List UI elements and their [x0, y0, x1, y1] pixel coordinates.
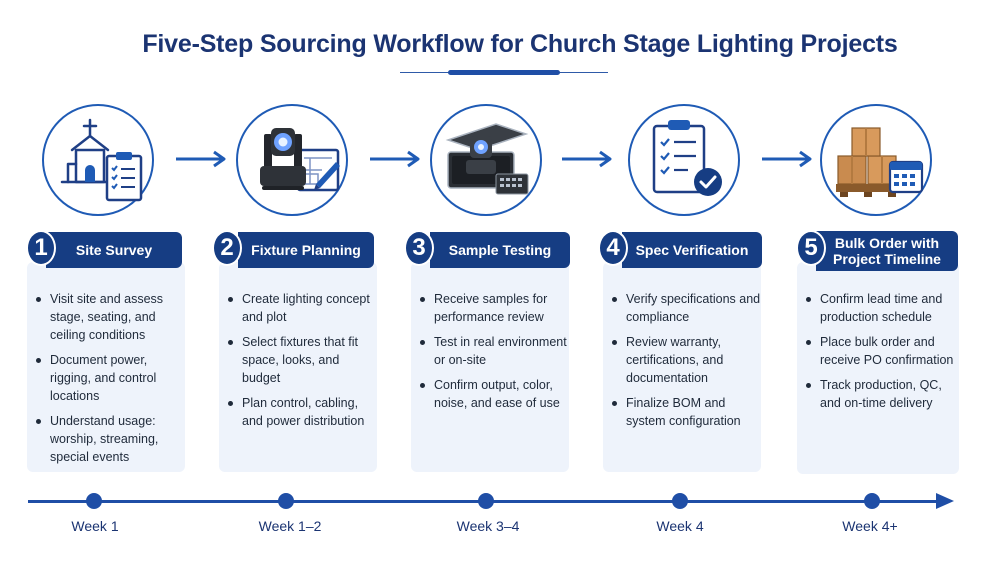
step-title-2: Fixture Planning — [238, 232, 374, 268]
step-title-3: Sample Testing — [430, 232, 570, 268]
bullet: Confirm lead time and production schedul… — [797, 290, 959, 326]
step-number-4: 4 — [598, 230, 628, 266]
church-clipboard-icon — [42, 104, 154, 216]
week-label-5: Week 4+ — [842, 518, 898, 534]
title-underline-accent — [448, 70, 560, 75]
step-title-1: Site Survey — [46, 232, 182, 268]
step-arrow-1 — [176, 150, 226, 168]
week-label-4: Week 4 — [656, 518, 704, 534]
step-title-5: Bulk Order with Project Timeline — [816, 231, 958, 271]
timeline-dot-1 — [86, 493, 102, 509]
bullet: Finalize BOM and system configuration — [603, 394, 761, 430]
moving-head-blueprint-icon — [236, 104, 348, 216]
bullet: Review warranty, certifications, and doc… — [603, 333, 761, 387]
bullet: Document power, rigging, and control loc… — [27, 351, 185, 405]
bullet: Visit site and assess stage, seating, an… — [27, 290, 185, 344]
week-label-2: Week 1–2 — [258, 518, 322, 534]
step-arrow-3 — [562, 150, 612, 168]
boxes-calendar-icon — [820, 104, 932, 216]
bullet: Confirm output, color, noise, and ease o… — [411, 376, 569, 412]
bullet: Test in real environment or on-site — [411, 333, 569, 369]
timeline-dot-2 — [278, 493, 294, 509]
step-card-5: Confirm lead time and production schedul… — [797, 262, 959, 474]
bullet: Plan control, cabling, and power distrib… — [219, 394, 377, 430]
step-number-3: 3 — [404, 230, 434, 266]
step-card-1: Visit site and assess stage, seating, an… — [27, 262, 185, 472]
flight-case-fixture-icon — [430, 104, 542, 216]
page-title: Five-Step Sourcing Workflow for Church S… — [142, 30, 898, 58]
week-label-3: Week 3–4 — [456, 518, 520, 534]
step-number-5: 5 — [796, 230, 826, 266]
step-card-2: Create lighting concept and plot Select … — [219, 262, 377, 472]
step-number-1: 1 — [26, 230, 56, 266]
timeline-dot-3 — [478, 493, 494, 509]
bullet: Select fixtures that fit space, looks, a… — [219, 333, 377, 387]
checklist-checkmark-icon — [628, 104, 740, 216]
step-arrow-2 — [370, 150, 420, 168]
step-card-4: Verify specifications and compliance Rev… — [603, 262, 761, 472]
step-title-4: Spec Verification — [622, 232, 762, 268]
bullet: Verify specifications and compliance — [603, 290, 761, 326]
bullet: Create lighting concept and plot — [219, 290, 377, 326]
bullet: Understand usage: worship, streaming, sp… — [27, 412, 185, 466]
step-number-2: 2 — [212, 230, 242, 266]
step-arrow-4 — [762, 150, 812, 168]
bullet: Track production, QC, and on-time delive… — [797, 376, 959, 412]
bullet: Receive samples for performance review — [411, 290, 569, 326]
timeline-dot-5 — [864, 493, 880, 509]
bullet: Place bulk order and receive PO confirma… — [797, 333, 959, 369]
week-label-1: Week 1 — [71, 518, 119, 534]
step-card-3: Receive samples for performance review T… — [411, 262, 569, 472]
timeline-dot-4 — [672, 493, 688, 509]
timeline-arrowhead — [936, 493, 954, 509]
